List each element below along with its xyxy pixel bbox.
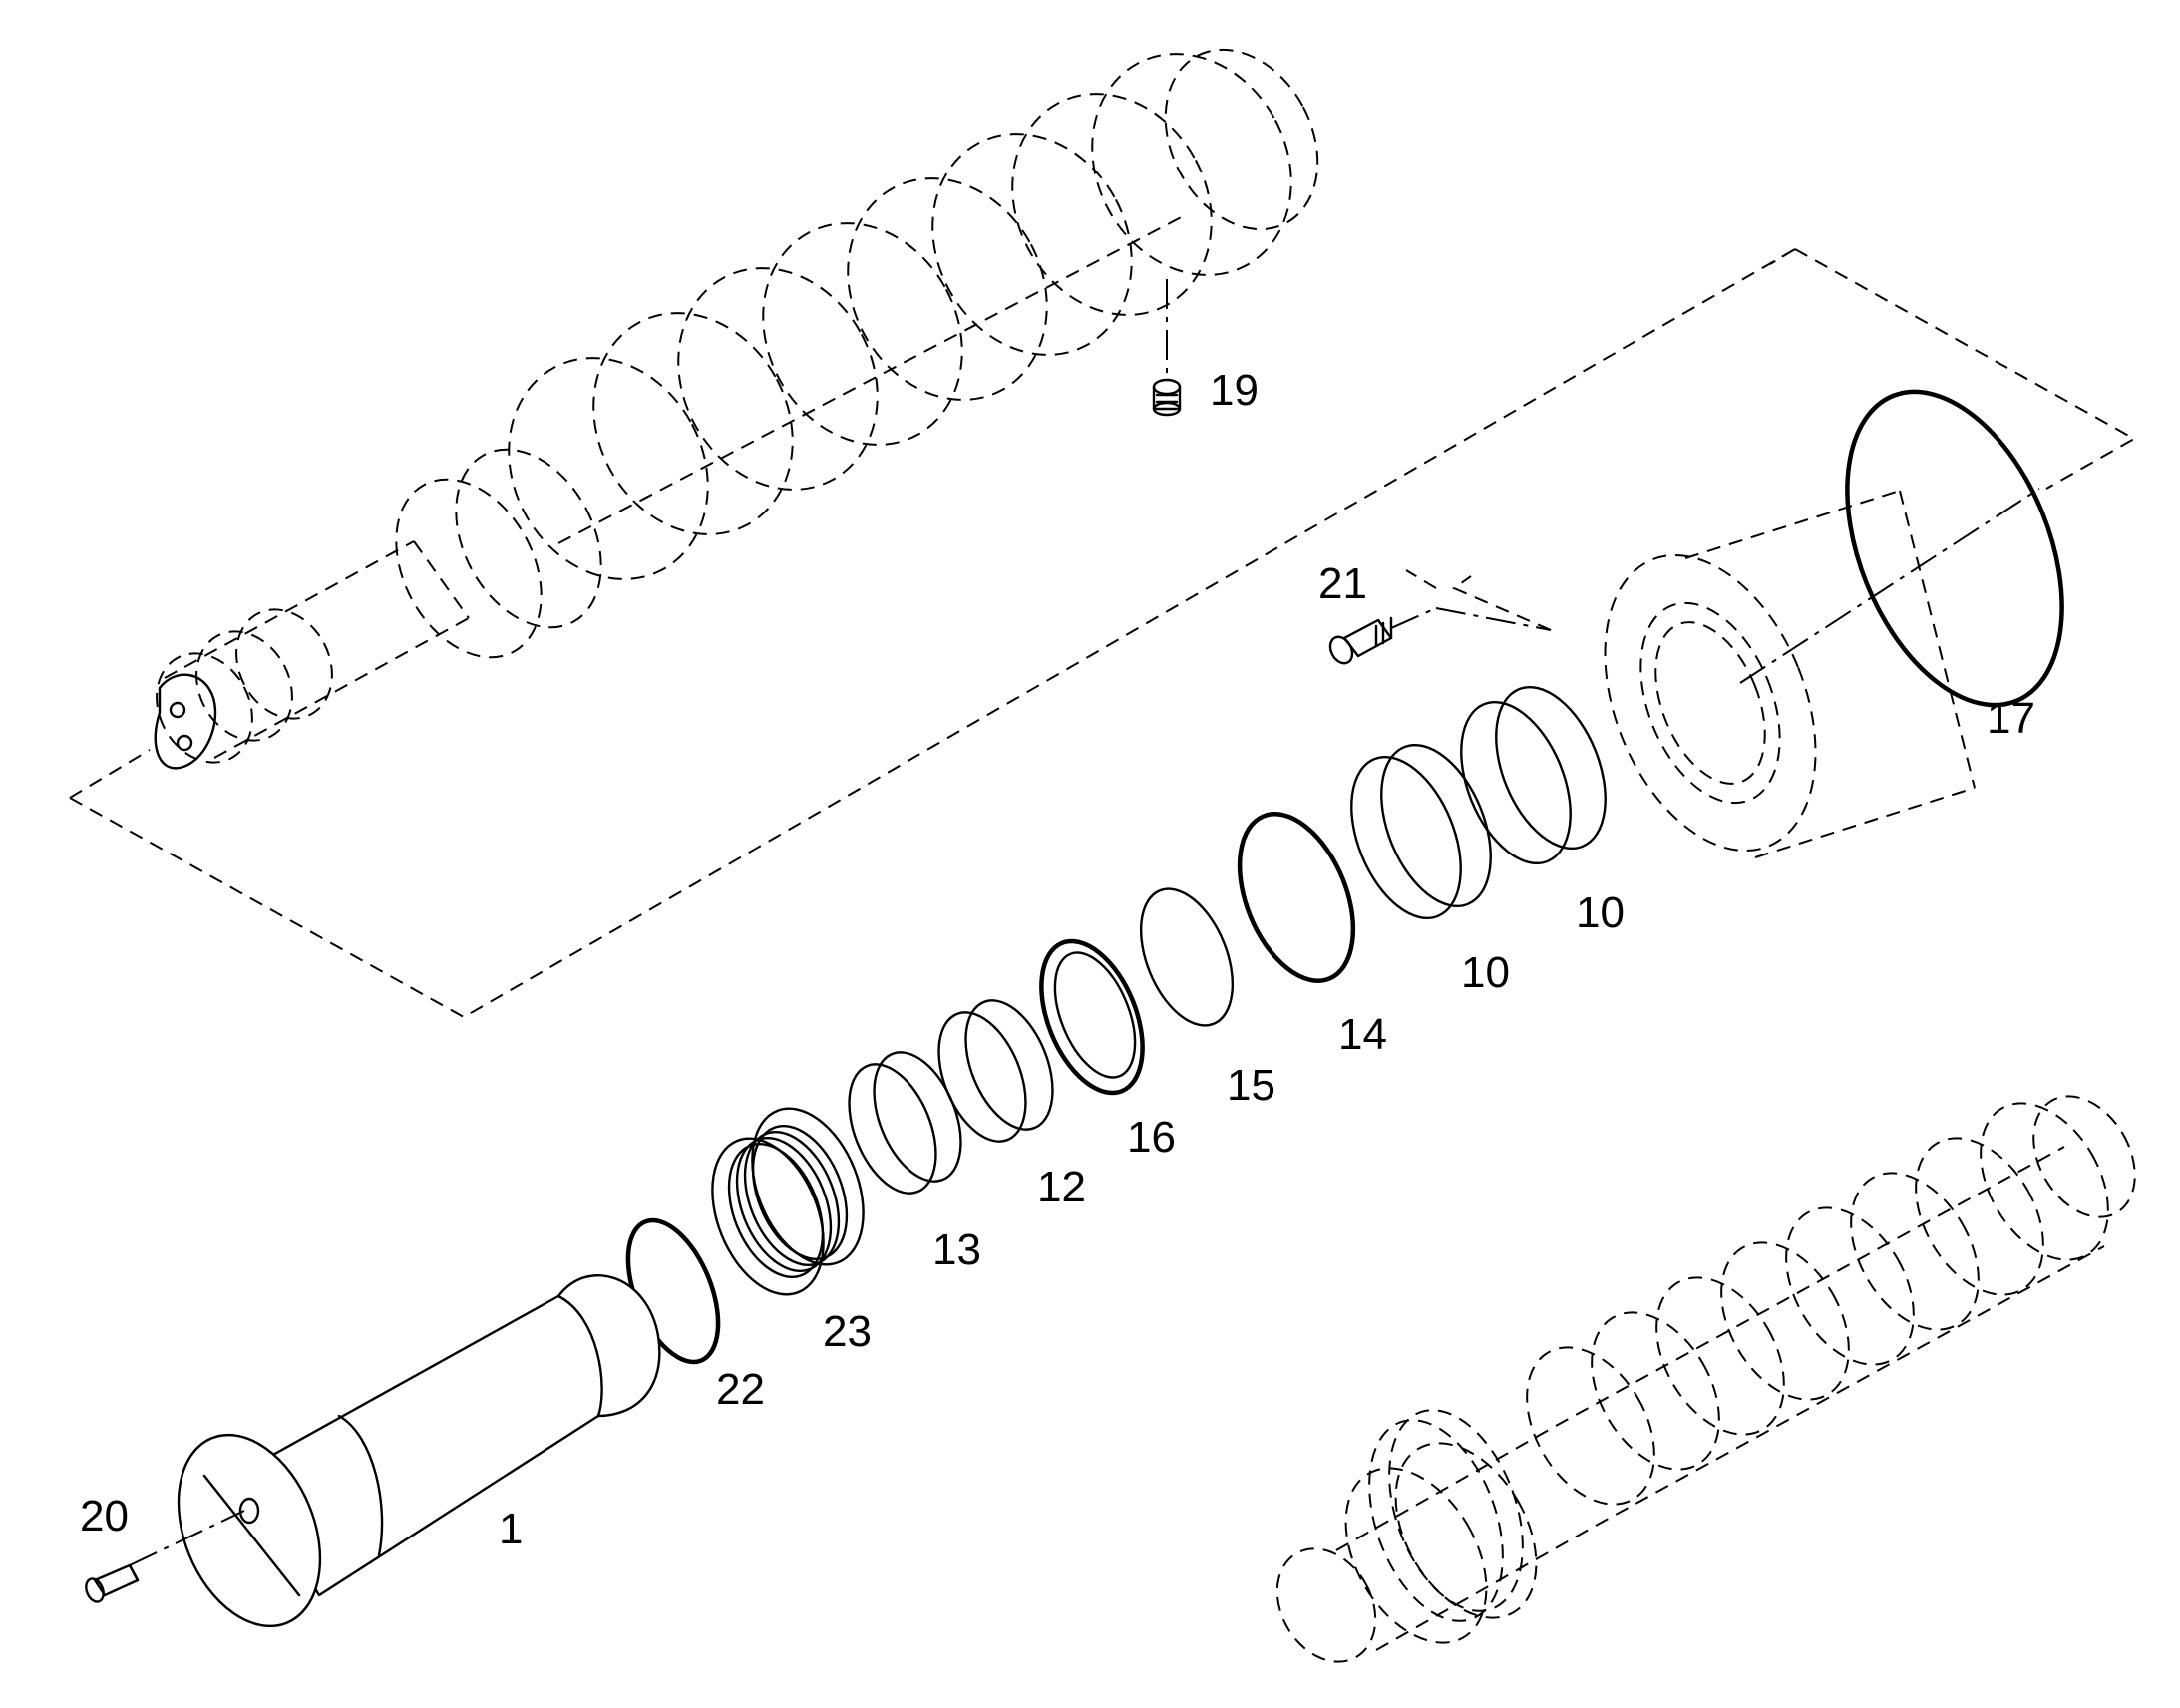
- callout-10-inner: 10: [1461, 948, 1510, 997]
- lower-phantom-spring-assembly: [1275, 1095, 2136, 1663]
- screw-21: [1328, 607, 1437, 665]
- callout-labels: 1 10 10 12 13 14 15 16 17 19 20 21 22 23: [80, 366, 2035, 1553]
- callout-1: 1: [499, 1505, 523, 1553]
- flanged-housing-17: [1604, 389, 2064, 858]
- screw-20: [85, 1563, 140, 1603]
- callout-17: 17: [1987, 694, 2035, 743]
- callout-10-outer: 10: [1576, 888, 1625, 937]
- assembly-axis-line: [1435, 488, 2040, 684]
- bushing-10-outer: [1460, 685, 1607, 865]
- assembly-boundary-frame: [69, 248, 2137, 1019]
- callout-15: 15: [1227, 1061, 1275, 1110]
- ring-15: [1139, 887, 1235, 1027]
- callout-23: 23: [823, 1307, 872, 1356]
- callout-21: 21: [1318, 559, 1367, 608]
- callout-13: 13: [932, 1225, 981, 1274]
- seal-16: [1039, 938, 1145, 1096]
- bushing-10-inner: [1350, 743, 1492, 920]
- threaded-nut-23: [711, 1107, 865, 1296]
- callout-19: 19: [1210, 366, 1259, 415]
- lower-phantom-flange: [1368, 1409, 1524, 1622]
- cylinder-1: [129, 1273, 661, 1628]
- ring-14: [1237, 812, 1356, 983]
- callout-22: 22: [716, 1365, 765, 1414]
- upper-phantom-spring-assembly: [154, 48, 1319, 770]
- callout-14: 14: [1338, 1010, 1387, 1059]
- callout-20: 20: [80, 1492, 129, 1540]
- callout-12: 12: [1037, 1163, 1086, 1211]
- bushing-12: [937, 999, 1054, 1143]
- callout-16: 16: [1127, 1113, 1176, 1162]
- grease-fitting-19: [1152, 378, 1182, 417]
- bushing-13: [848, 1051, 962, 1195]
